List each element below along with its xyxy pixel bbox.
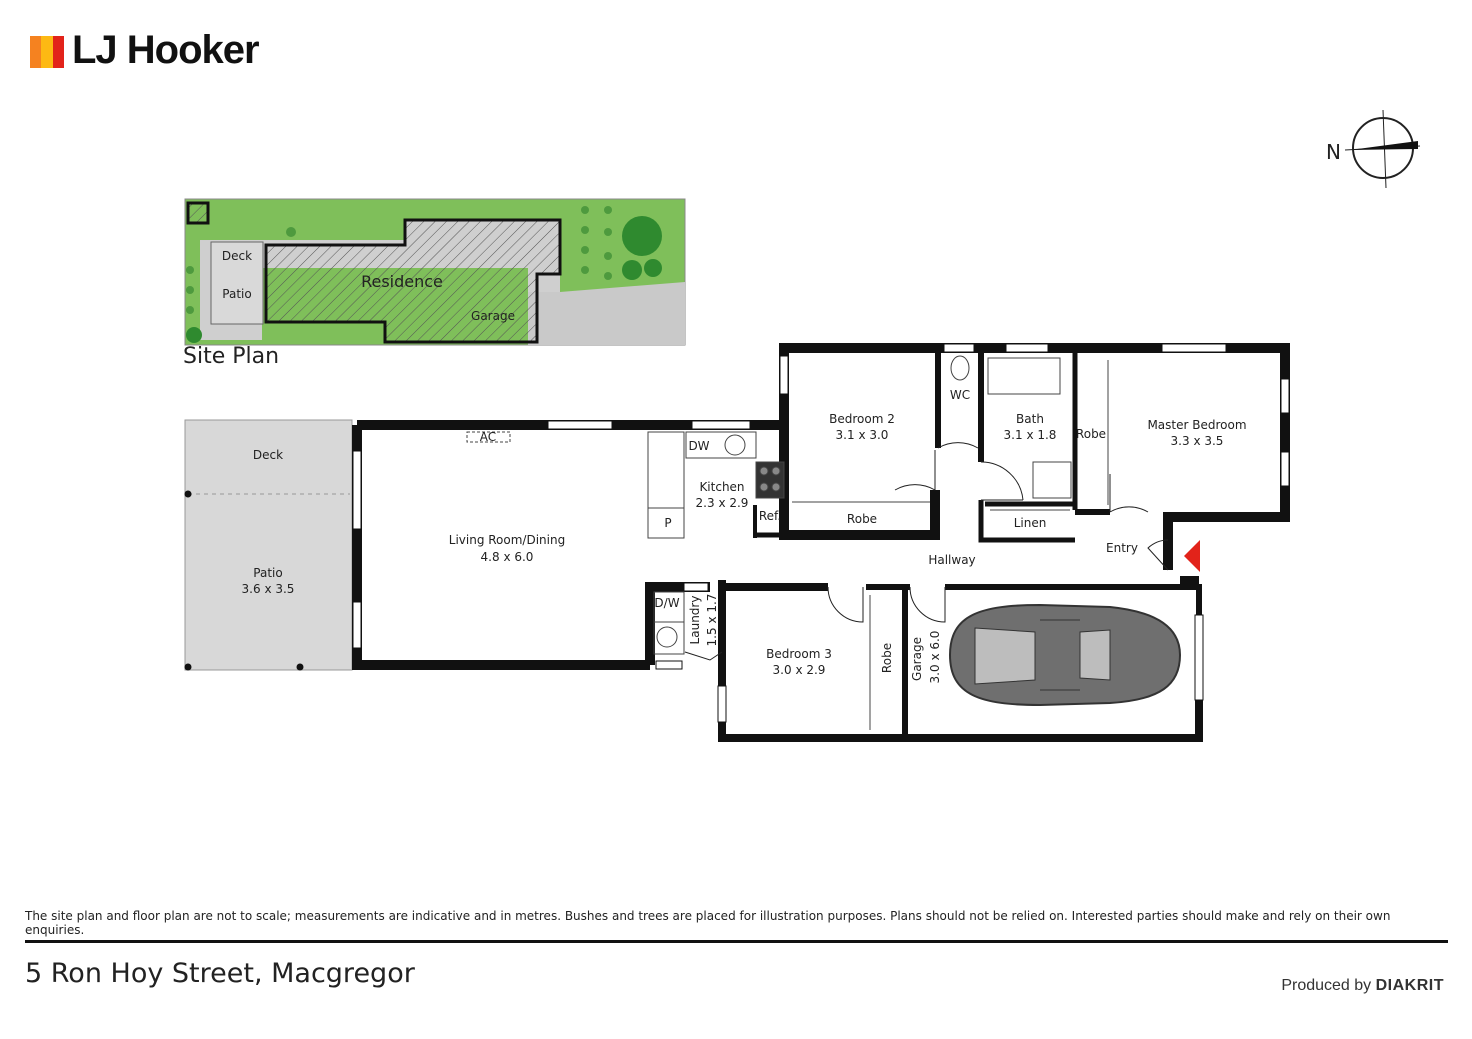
logo-bar-yellow [41,36,53,68]
disclaimer-text: The site plan and floor plan are not to … [25,909,1391,937]
doors [684,442,1169,661]
site-plan: Deck Patio Residence Garage [184,198,686,346]
room-bath-name: Bath [1016,412,1044,426]
windows [352,343,1290,723]
logo-bar-orange [30,36,42,68]
produced-by-brand: DIAKRIT [1375,977,1444,994]
ac-unit [466,431,511,443]
room-laundry-name: Laundry [688,596,702,645]
room-labels: AC Living Room/Dining 4.8 x 6.0 DW Kitch… [449,388,1247,683]
site-plan-garage-label: Garage [471,309,515,323]
site-plan-residence [264,218,562,344]
room-dw-name: DW [688,439,709,453]
site-plan-residence-label: Residence [361,272,443,291]
room-kitchen-size: 2.3 x 2.9 [696,496,749,510]
room-deck-name: Deck [253,448,283,462]
room-robe2-name: Robe [847,512,877,526]
site-plan-patio-label: Patio [222,287,251,301]
kitchen-fittings [647,431,785,539]
compass-north-label: N [1326,140,1341,164]
site-plan-trees [186,206,662,343]
room-pantry-name: P [664,516,671,530]
room-patio-size: 3.6 x 3.5 [242,582,295,596]
room-living-name: Living Room/Dining [449,533,565,547]
room-laundry-dw-name: D/W [654,596,679,610]
room-bedroom2-size: 3.1 x 3.0 [836,428,889,442]
site-plan-paving [528,268,685,345]
room-bedroom3-size: 3.0 x 2.9 [773,663,826,677]
room-wc-name: WC [950,388,970,402]
room-hallway-name: Hallway [928,553,975,567]
room-linen-name: Linen [1014,516,1047,530]
site-plan-corner-marker [186,201,210,225]
room-garage-size: 3.0 x 6.0 [928,631,942,684]
bath-fittings [950,355,1072,499]
site-plan-deck [210,241,264,325]
room-bedroom3-name: Bedroom 3 [766,647,832,661]
property-address: 5 Ron Hoy Street, Macgregor [25,958,415,989]
room-garage-name: Garage [910,637,924,681]
room-bath-size: 3.1 x 1.8 [1004,428,1057,442]
room-ref-name: Ref. [759,509,781,523]
room-bedroom2-name: Bedroom 2 [829,412,895,426]
compass-icon: N [1326,109,1421,189]
room-robe3-name: Robe [880,643,894,673]
brand-name: LJ Hooker [72,28,260,72]
room-master-name: Master Bedroom [1147,418,1246,432]
footer-divider [25,940,1448,943]
produced-by: Produced by DIAKRIT [1281,977,1444,995]
room-living-size: 4.8 x 6.0 [481,550,534,564]
car-icon [948,603,1182,707]
room-robe-master-name: Robe [1076,427,1106,441]
room-master-size: 3.3 x 3.5 [1171,434,1224,448]
room-ac-name: AC [480,430,496,444]
site-plan-title: Site Plan [183,344,280,369]
robe-rails [792,360,1109,730]
laundry-fittings [653,591,685,655]
logo-bar-red [52,36,64,68]
entry-arrow-icon [1184,540,1200,572]
room-kitchen-name: Kitchen [699,480,744,494]
room-patio-name: Patio [253,566,282,580]
room-entry-name: Entry [1106,541,1138,555]
room-laundry-size: 1.5 x 1.7 [705,594,719,647]
brand-logo-bars [30,36,64,68]
site-plan-deck-label: Deck [222,249,252,263]
produced-by-prefix: Produced by [1281,977,1372,994]
deck-patio: Deck Patio 3.6 x 3.5 [184,419,353,671]
